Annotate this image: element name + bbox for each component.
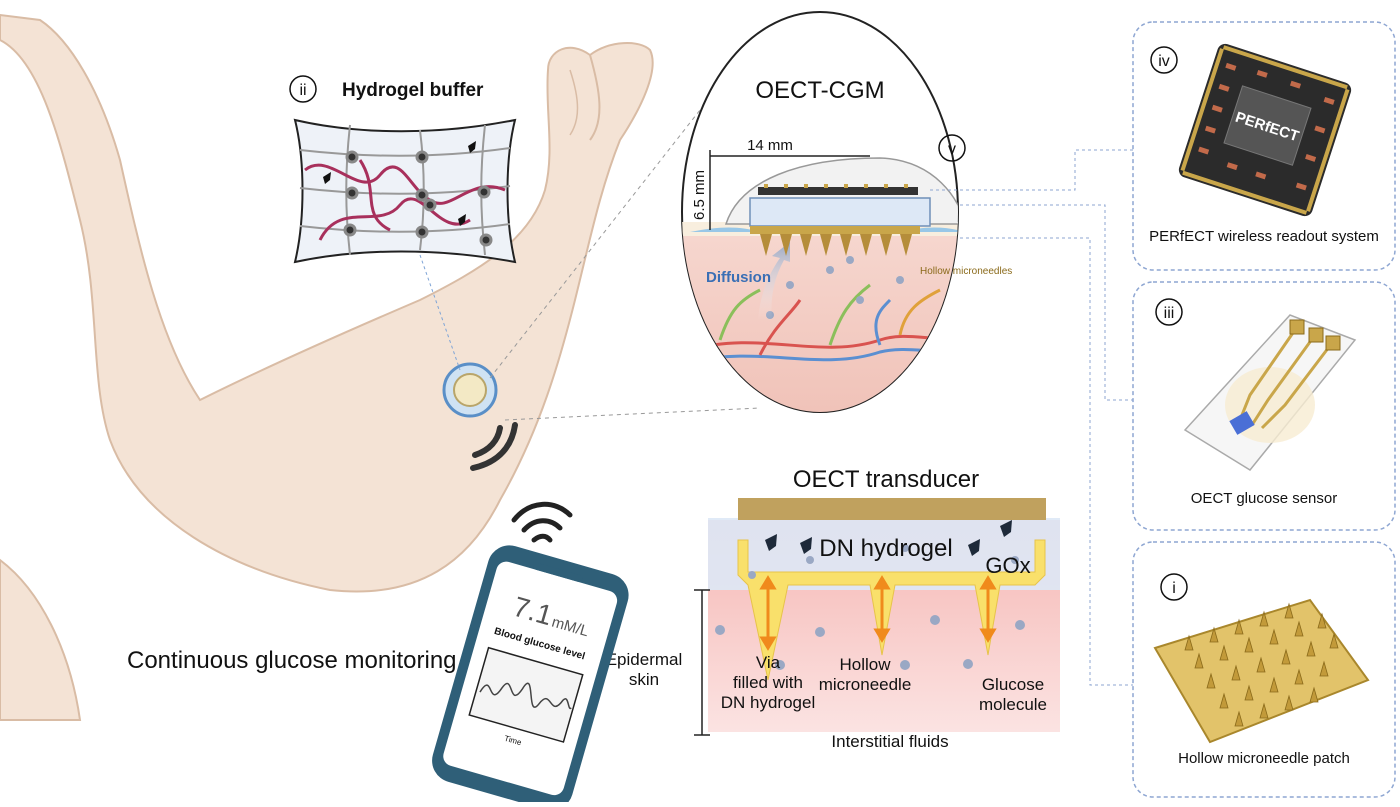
via-label-2: filled with xyxy=(733,673,803,692)
hydrogel-buffer-label: Hydrogel buffer xyxy=(342,80,484,101)
panel-iii: iii OECT glucose sensor xyxy=(1132,281,1396,531)
enzyme-icon xyxy=(323,141,476,226)
epidermal-label: Epidermal xyxy=(606,650,683,669)
marker-v: v xyxy=(948,141,956,158)
smartphone: 7.1 mM/L Blood glucose level Time xyxy=(432,501,629,807)
panel-iv-caption: PERfECT wireless readout system xyxy=(1149,228,1379,245)
marker-i: i xyxy=(1172,580,1176,597)
diffusion-arrow xyxy=(758,242,790,320)
cgm-label: Continuous glucose monitoring xyxy=(127,647,457,674)
gox-label: GOx xyxy=(985,553,1030,578)
gox-enzyme-icon xyxy=(765,520,1012,556)
orange-arrows xyxy=(759,575,997,651)
microneedle-structure xyxy=(737,539,1046,681)
sensor-channel xyxy=(1229,411,1255,435)
panel-i-caption: Hollow microneedle patch xyxy=(1178,750,1350,767)
hollow-microneedles-label: Hollow microneedles xyxy=(920,266,1012,277)
interstitial-label: Interstitial fluids xyxy=(831,732,948,751)
oect-cgm-title: OECT-CGM xyxy=(755,77,884,104)
hydrogel-buffer-inset: ii Hydrogel buffer xyxy=(289,75,517,371)
glucose-label-2: molecule xyxy=(979,695,1047,714)
arm-lower xyxy=(0,558,82,721)
signal-waves-icon xyxy=(470,422,518,471)
marker-iii: iii xyxy=(1164,305,1175,322)
glucose-molecules xyxy=(715,544,1025,670)
height-dimension: 6.5 mm xyxy=(691,170,708,220)
panel-iv: iv PERfECT PERfECT wireless readout syst… xyxy=(1132,21,1396,271)
chip xyxy=(1223,85,1312,166)
connector-lines xyxy=(930,149,1140,686)
hollow-label-1: Hollow xyxy=(839,655,891,674)
marker-iv: iv xyxy=(1158,53,1170,70)
via-label-1: Via xyxy=(756,653,781,672)
glucose-label-1: Glucose xyxy=(982,675,1044,694)
arm-illustration xyxy=(0,13,654,721)
oect-transducer-diagram: OECT transducer DN hydrogel GOx Epiderma… xyxy=(606,466,1060,751)
width-dimension: 14 mm xyxy=(747,137,793,154)
marker-ii: ii xyxy=(299,82,306,99)
wifi-icon xyxy=(511,501,573,543)
via-label-3: DN hydrogel xyxy=(721,693,816,712)
hollow-label-2: microneedle xyxy=(819,675,912,694)
glucose-mini-chart xyxy=(468,646,584,743)
oect-transducer-title: OECT transducer xyxy=(793,466,979,493)
gold-electrode xyxy=(738,498,1046,520)
skin-label: skin xyxy=(629,670,659,689)
dn-hydrogel-label: DN hydrogel xyxy=(819,535,952,562)
panel-iii-caption: OECT glucose sensor xyxy=(1191,490,1337,507)
diffusion-label: Diffusion xyxy=(706,269,771,286)
panel-i: i Hollow microneedle patch xyxy=(1132,541,1396,798)
